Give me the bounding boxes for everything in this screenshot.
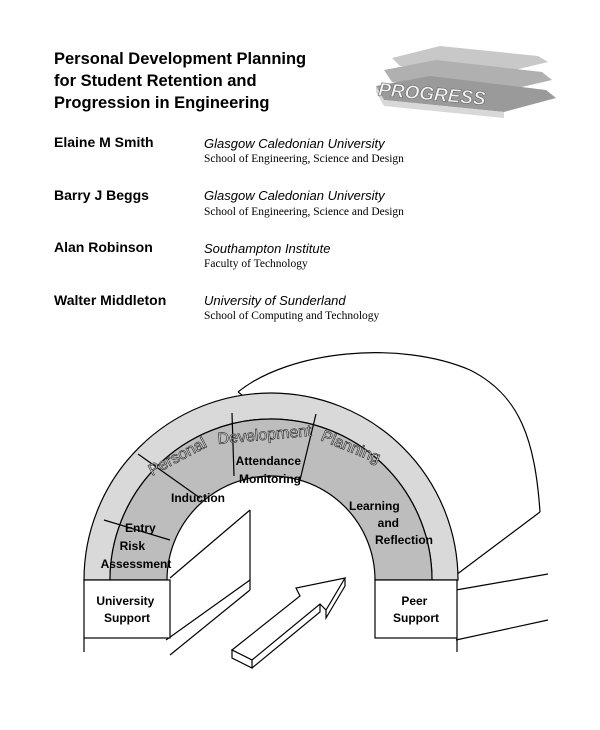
- pillar-left: [84, 580, 170, 638]
- author-department: Faculty of Technology: [204, 258, 308, 270]
- author-department: School of Engineering, Science and Desig…: [204, 153, 404, 165]
- author-department: School of Engineering, Science and Desig…: [204, 206, 404, 218]
- author-name: Walter Middleton: [54, 292, 166, 308]
- author-name: Alan Robinson: [54, 239, 153, 255]
- author-institution: Glasgow Caledonian University: [204, 136, 385, 151]
- progress-logo: PROGRESS: [376, 46, 556, 118]
- stage-induction: Induction: [171, 491, 225, 505]
- arch-diagram: Personal Development Planning Entry Risk…: [84, 353, 548, 668]
- author-name: Elaine M Smith: [54, 134, 154, 150]
- author-name: Barry J Beggs: [54, 187, 149, 203]
- pillar-right: [375, 580, 457, 638]
- author-department: School of Computing and Technology: [204, 310, 379, 322]
- author-institution: Southampton Institute: [204, 241, 330, 256]
- author-institution: University of Sunderland: [204, 293, 346, 308]
- author-institution: Glasgow Caledonian University: [204, 188, 385, 203]
